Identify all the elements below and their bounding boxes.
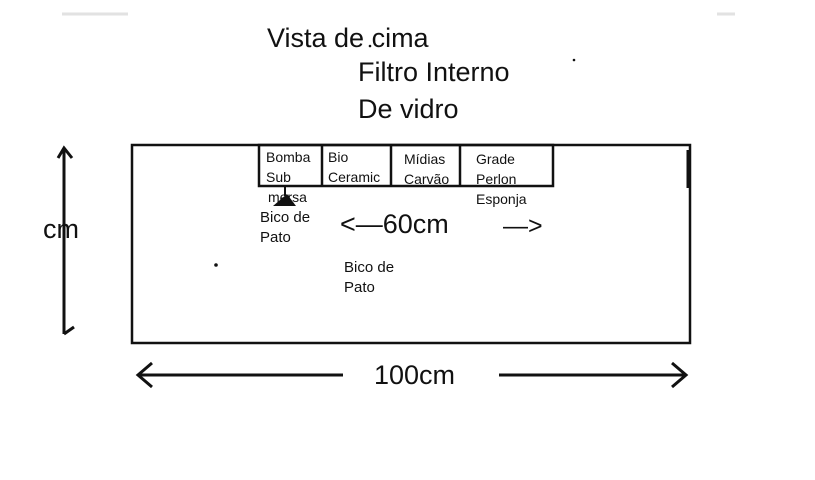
dot-mark bbox=[572, 58, 576, 62]
nozzle-label-1: Bico de Pato bbox=[260, 208, 310, 248]
nozzle-label-2: Bico de Pato bbox=[344, 258, 394, 298]
filter-cell-line: mersa bbox=[268, 189, 307, 205]
filter-cell-line: Sub bbox=[266, 169, 291, 185]
filter-cell-line: Carvão bbox=[404, 171, 450, 187]
filter-cell-carbon: Mídias Carvão bbox=[404, 149, 462, 189]
title-line-1: Vista de cima bbox=[267, 23, 429, 53]
filter-cell-line: Ceramic bbox=[328, 169, 381, 185]
depth-arrow-head-bottom bbox=[63, 325, 75, 336]
dot-mark bbox=[368, 44, 372, 48]
filter-cell-bioceramic: Bio Ceramic bbox=[328, 147, 392, 187]
tank-length-label: 100cm bbox=[374, 360, 456, 390]
filter-cell-line: Perlon bbox=[476, 171, 517, 187]
filter-box bbox=[257, 143, 555, 188]
nozzle-label-line: Pato bbox=[344, 279, 375, 296]
nozzle-label-line: Pato bbox=[260, 229, 291, 246]
filter-cell-line: Grade bbox=[476, 151, 515, 167]
filter-cell-line: Esponja bbox=[476, 191, 527, 207]
filter-cell-line: Bomba bbox=[266, 149, 311, 165]
title-line-2: Filtro Interno bbox=[358, 57, 510, 87]
filter-length-arrow: —> bbox=[503, 212, 543, 240]
filter-cell-pump: Bomba Sub mersa bbox=[266, 147, 324, 207]
filter-cell-line: Mídias bbox=[404, 151, 446, 167]
pump-outlet-icon bbox=[273, 194, 296, 206]
filter-cell-mechanical: Grade Perlon Esponja bbox=[476, 149, 556, 209]
tank-depth-label: )cm bbox=[42, 216, 108, 243]
title-line-3: De vidro bbox=[358, 94, 459, 124]
depth-arrow-head-top bbox=[56, 145, 74, 159]
tank-length-arrowhead-left bbox=[135, 361, 153, 389]
filter-length-label: <—60cm bbox=[340, 209, 449, 239]
dot-mark bbox=[214, 263, 218, 267]
nozzle-label-line: Bico de bbox=[344, 259, 395, 276]
nozzle-label-line: Bico de bbox=[260, 209, 311, 226]
filter-cell-line: Bio bbox=[328, 149, 349, 165]
tank-depth-text: )cm bbox=[42, 216, 79, 243]
tank-length-arrowhead-right bbox=[671, 361, 689, 389]
